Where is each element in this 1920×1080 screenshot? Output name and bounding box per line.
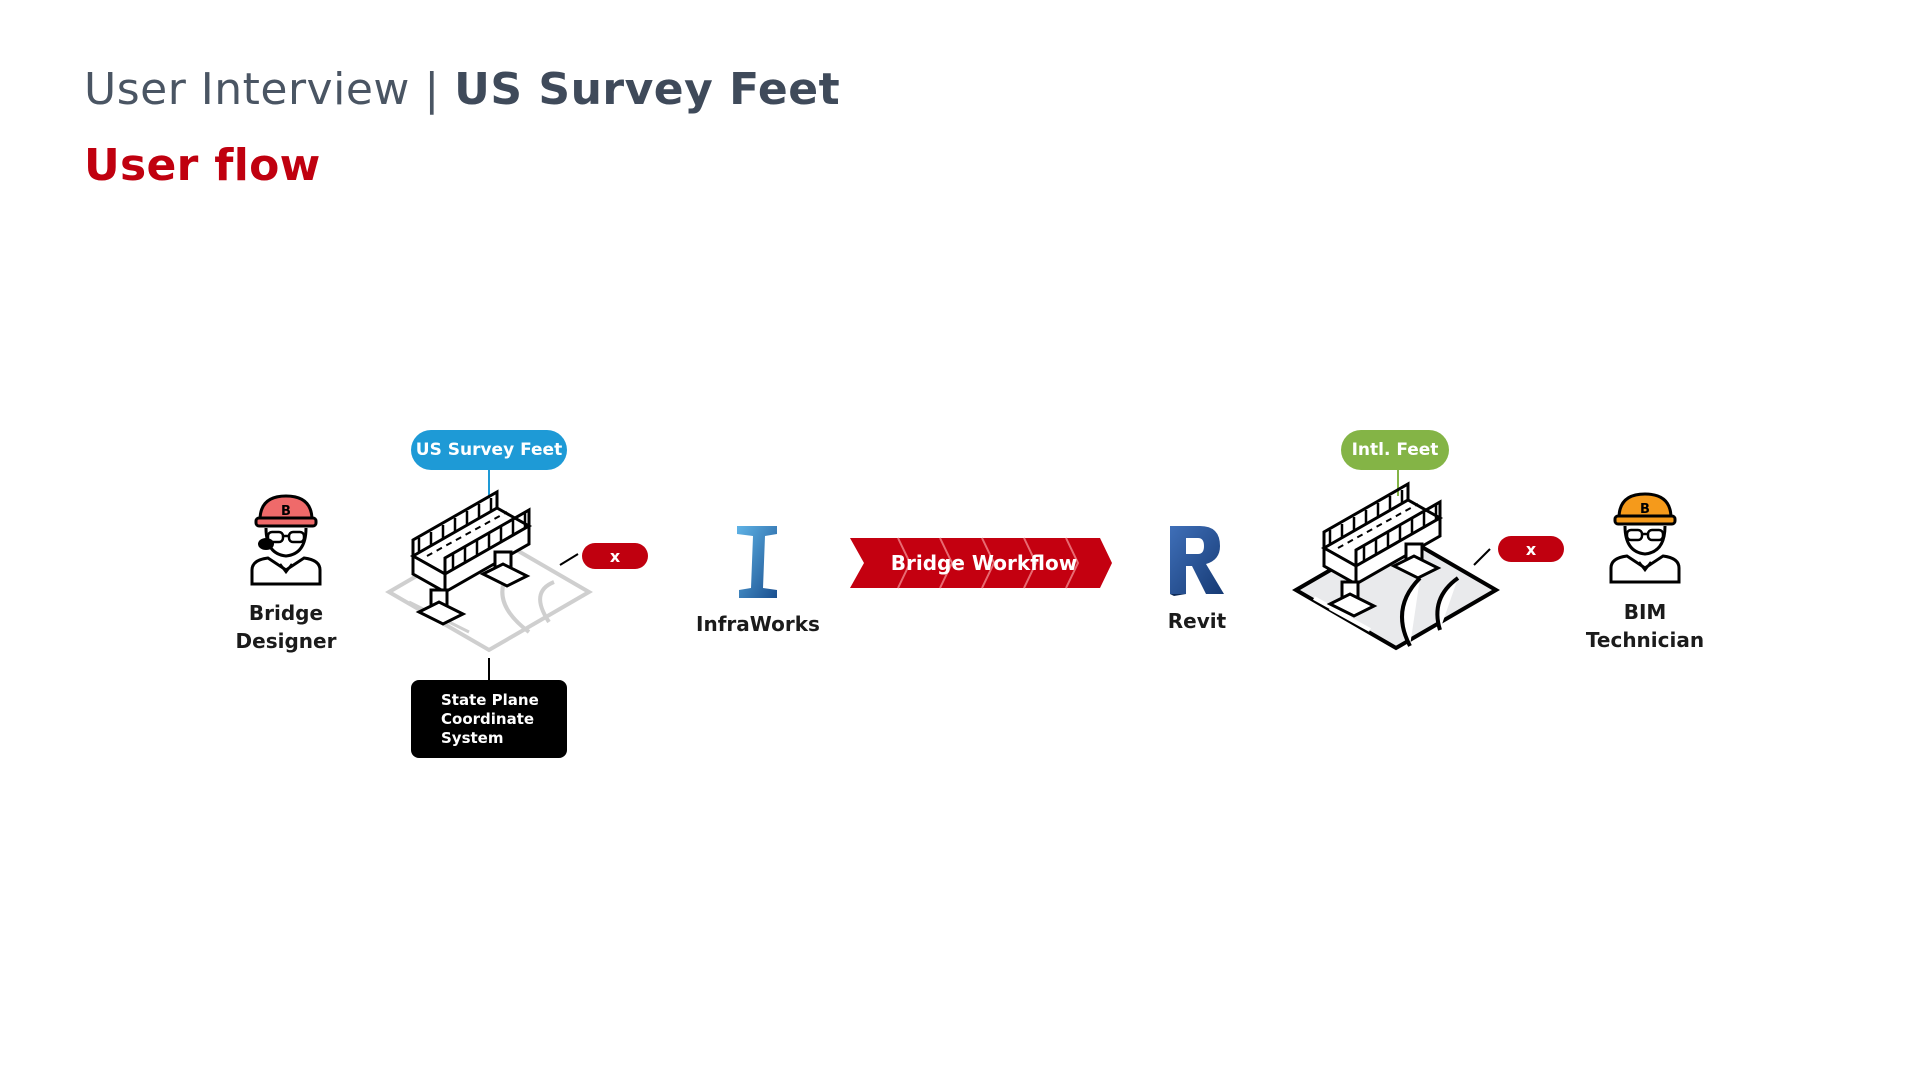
bridge-designer-line2: Designer xyxy=(235,629,337,653)
title-emphasis: US Survey Feet xyxy=(454,64,841,115)
page-title: User Interview | US Survey Feet xyxy=(84,64,840,115)
state-plane-line3: System xyxy=(441,729,504,747)
bim-technician-label: BIM Technician xyxy=(1585,598,1705,654)
state-plane-note: State Plane Coordinate System xyxy=(411,680,567,758)
us-survey-feet-tag: US Survey Feet xyxy=(411,430,567,470)
bridge-designer-label: Bridge Designer xyxy=(226,599,346,655)
bim-technician-line1: BIM xyxy=(1623,600,1667,624)
bim-technician-icon: B xyxy=(1609,492,1681,584)
right-error-badge: x xyxy=(1498,536,1564,562)
bim-technician-line2: Technician xyxy=(1585,628,1705,652)
bridge-designer-line1: Bridge xyxy=(248,601,324,625)
infraworks-logo-icon xyxy=(737,526,777,598)
revit-label: Revit xyxy=(1167,609,1227,633)
workflow-arrow-label: Bridge Workflow xyxy=(890,551,1078,575)
left-bridge-icon xyxy=(385,489,593,653)
right-bridge-icon xyxy=(1292,481,1500,651)
bridge-designer-icon: B xyxy=(250,494,322,586)
svg-text:B: B xyxy=(1640,502,1650,517)
title-prefix: User Interview | xyxy=(84,64,455,115)
svg-text:B: B xyxy=(281,504,291,519)
section-subtitle: User flow xyxy=(84,140,321,191)
state-plane-line2: Coordinate xyxy=(441,710,535,728)
workflow-arrow xyxy=(850,537,1112,589)
intl-feet-tag: Intl. Feet xyxy=(1341,430,1449,470)
state-plane-line1: State Plane xyxy=(441,691,539,709)
left-error-badge: x xyxy=(582,543,648,569)
revit-logo-icon xyxy=(1170,526,1224,596)
infraworks-label: InfraWorks xyxy=(696,612,820,636)
